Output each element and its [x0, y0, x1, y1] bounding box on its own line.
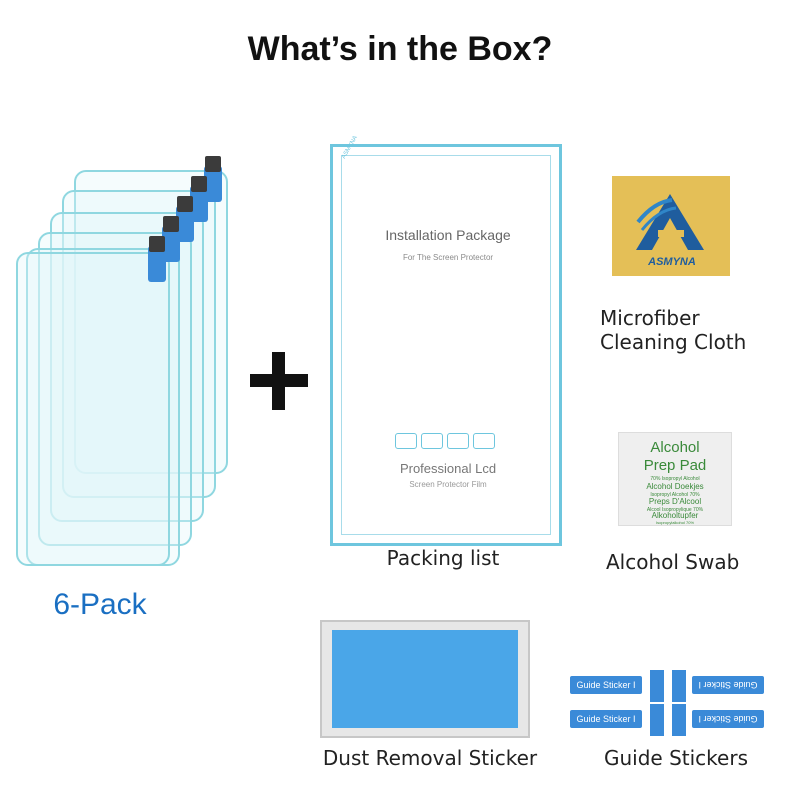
guide-sticker-vertical [650, 704, 664, 736]
cloth-label-line1: Microfiber [600, 306, 700, 330]
pad-line-2: Alcohol Doekjes [646, 482, 704, 491]
guide-sticker-sheet: Guide Sticker I Guide Sticker I Guide St… [568, 670, 768, 738]
protector-pull-tab [162, 216, 180, 262]
package-inner-border [341, 155, 551, 535]
phone-icon [421, 433, 443, 449]
dust-sticker-label: Dust Removal Sticker [322, 746, 538, 770]
plus-icon [246, 348, 312, 414]
cloth-brand: ASMYNA [648, 256, 696, 268]
screen-protector-film [26, 248, 180, 566]
protector-pull-tab [176, 196, 194, 242]
screen-protector-film [38, 232, 192, 546]
package-subheading: For The Screen Protector [402, 253, 494, 262]
pad-small-1: 70% Isopropyl Alcohol [650, 476, 700, 482]
pad-line-4: Alkoholtupfer [651, 511, 699, 520]
guide-sticker: Guide Sticker I [692, 676, 764, 694]
device-icon [473, 433, 495, 449]
protector-pull-tab [204, 156, 222, 202]
guide-sticker-vertical [672, 670, 686, 702]
guide-sticker: Guide Sticker I [570, 710, 642, 728]
package-heading: Installation Package [385, 227, 511, 243]
pad-small-2: Isopropyl Alcohol 70% [650, 492, 700, 498]
alcohol-swab-label: Alcohol Swab [606, 550, 740, 574]
guide-sticker: Guide Sticker I [692, 710, 764, 728]
asmyna-logo-icon [636, 194, 704, 250]
guide-stickers-label: Guide Stickers [604, 746, 748, 770]
cloth-label-line2: Cleaning Cloth [600, 330, 747, 354]
screen-protector-film [16, 252, 170, 566]
package-icons [395, 433, 495, 449]
pad-line-3: Preps D'Alcool [648, 497, 702, 506]
dust-removal-sticker [320, 620, 530, 738]
microfiber-cloth: ASMYNA [612, 176, 730, 276]
tablet-icon [395, 433, 417, 449]
packing-list-label: Packing list [386, 546, 500, 570]
pad-title-1: Alcohol [650, 439, 700, 456]
guide-sticker-vertical [650, 670, 664, 702]
pad-title-2: Prep Pad [643, 457, 707, 474]
protector-pull-tab [190, 176, 208, 222]
pad-small-3: Alcool Isopropylique 70% [646, 507, 704, 513]
page-title: What’s in the Box? [247, 30, 553, 68]
dust-sticker-surface [332, 630, 518, 728]
protector-pull-tab [148, 236, 166, 282]
alcohol-prep-pad: Alcohol Prep Pad 70% Isopropyl Alcohol A… [618, 432, 732, 526]
camera-icon [447, 433, 469, 449]
package-product: Professional Lcd [399, 461, 497, 476]
package-product-sub: Screen Protector Film [409, 480, 487, 489]
guide-sticker: Guide Sticker I [570, 676, 642, 694]
six-pack-label: 6-Pack [53, 588, 147, 621]
pad-small-4: Isopropylalkohol 70% [655, 520, 695, 525]
guide-sticker-vertical [672, 704, 686, 736]
installation-package: ASMYNA Installation Package For The Scre… [330, 135, 562, 546]
